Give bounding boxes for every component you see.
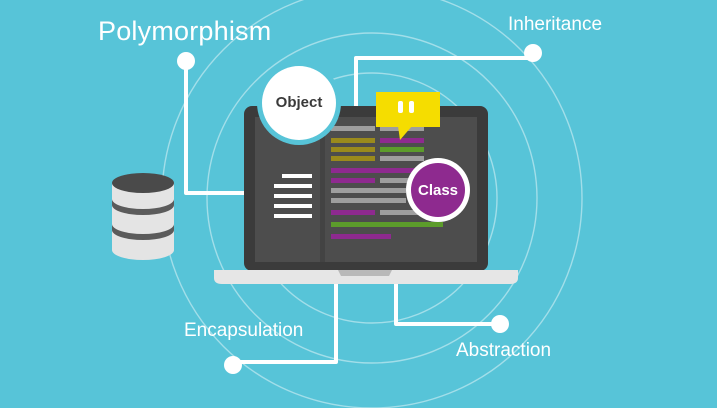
code-line bbox=[331, 210, 375, 215]
quote-mark-left bbox=[398, 101, 403, 113]
screen-divider bbox=[320, 117, 325, 262]
inheritance-label: Inheritance bbox=[508, 14, 603, 35]
code-line bbox=[331, 198, 406, 203]
connector-lines bbox=[184, 56, 533, 364]
endpoint-polymorphism bbox=[177, 52, 195, 70]
code-line bbox=[331, 147, 375, 152]
database-band-1 bbox=[112, 199, 174, 215]
quote-icon bbox=[376, 92, 440, 140]
quote-bubble-tail bbox=[398, 126, 412, 140]
endpoint-inheritance bbox=[524, 44, 542, 62]
object-bubble bbox=[257, 61, 341, 145]
database-top bbox=[112, 173, 174, 193]
encapsulation-label: Encapsulation bbox=[184, 320, 304, 341]
quote-bubble-body bbox=[376, 92, 440, 127]
code-line bbox=[331, 178, 375, 183]
connector-endpoints bbox=[177, 44, 542, 374]
code-line bbox=[331, 188, 406, 193]
database-icon bbox=[112, 173, 174, 260]
connector-inheritance bbox=[354, 56, 533, 112]
object-bubble-fill bbox=[262, 66, 336, 140]
polymorphism-label: Polymorphism bbox=[98, 16, 272, 46]
abstraction-label: Abstraction bbox=[456, 340, 552, 361]
code-line bbox=[380, 138, 424, 143]
code-line bbox=[380, 156, 424, 161]
doc-line-5 bbox=[274, 214, 312, 218]
code-line bbox=[380, 147, 424, 152]
code-line bbox=[331, 156, 375, 161]
class-bubble-fill bbox=[411, 163, 465, 217]
connector-encapsulation bbox=[232, 276, 338, 364]
database-body bbox=[112, 183, 174, 260]
code-line bbox=[331, 234, 391, 239]
connector-polymorphism bbox=[184, 60, 250, 195]
quote-mark-right bbox=[409, 101, 414, 113]
code-line bbox=[331, 126, 375, 131]
document-lines-icon bbox=[274, 174, 312, 218]
doc-line-3 bbox=[274, 194, 312, 198]
class-bubble bbox=[406, 158, 470, 222]
doc-line-2 bbox=[274, 184, 312, 188]
code-line bbox=[331, 222, 443, 227]
connector-abstraction bbox=[394, 276, 500, 326]
doc-line-4 bbox=[274, 204, 312, 208]
class-bubble-label: Class bbox=[417, 182, 459, 199]
doc-line-1 bbox=[282, 174, 312, 178]
object-bubble-label: Object bbox=[275, 94, 323, 111]
code-line bbox=[331, 168, 421, 173]
ring-middle bbox=[206, 32, 538, 364]
database-band-2 bbox=[112, 224, 174, 240]
code-line bbox=[380, 178, 410, 183]
code-line bbox=[331, 138, 375, 143]
endpoint-encapsulation bbox=[224, 356, 242, 374]
laptop-icon bbox=[214, 106, 518, 284]
laptop-notch bbox=[338, 270, 392, 276]
laptop-base bbox=[214, 270, 518, 284]
endpoint-abstraction bbox=[491, 315, 509, 333]
